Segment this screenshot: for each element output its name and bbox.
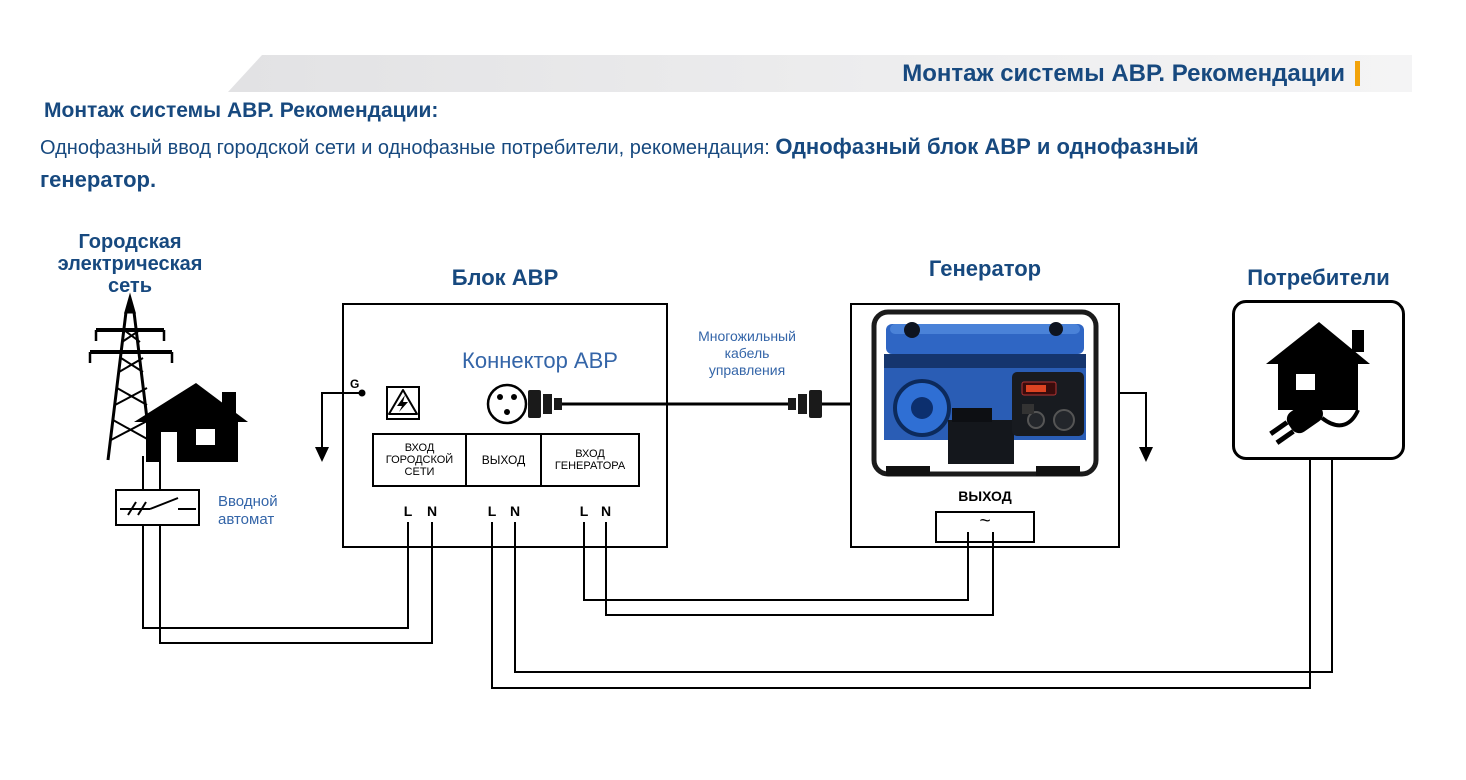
intro-body-regular: Однофазный ввод городской сети и однофаз… (40, 137, 776, 159)
generator-box (850, 303, 1120, 548)
city-network-label: Городская электрическая сеть (30, 231, 230, 297)
city-network-label-line1: Городская (78, 231, 182, 253)
header-banner: Монтаж системы АВР. Рекомендации (228, 55, 1412, 92)
intro-body: Однофазный ввод городской сети и однофаз… (40, 130, 1280, 196)
control-cable-label-line2: кабель (724, 345, 770, 361)
wire-gen-n (605, 522, 994, 616)
city-network-label-line3: сеть (107, 275, 153, 297)
breaker-symbol (120, 497, 196, 516)
terminal-city-n: N (426, 503, 438, 519)
control-cable-label-line1: Многожильный (698, 328, 796, 344)
ground-terminal-label: G (350, 377, 360, 391)
city-network-label-line2: электрическая (57, 253, 203, 275)
wire-out-n (514, 460, 1333, 673)
avr-cell-city-input: ВХОД ГОРОДСКОЙ СЕТИ (372, 433, 467, 487)
banner-accent-bar (1355, 61, 1360, 86)
avr-connector-label: Коннектор АВР (462, 348, 618, 373)
control-cable (528, 390, 850, 418)
control-cable-label-line3: управления (708, 362, 786, 378)
input-breaker-box (115, 489, 200, 526)
wires (142, 456, 1333, 689)
high-voltage-icon (388, 389, 418, 415)
input-breaker-label: Вводной автомат (218, 493, 318, 529)
power-tower-icon (88, 292, 174, 461)
generator-output-box: ~ (935, 511, 1035, 543)
ground-arrow-generator (1120, 392, 1153, 462)
input-breaker-label-line1: Вводной (218, 493, 278, 510)
avr-connector-icon (486, 383, 528, 425)
wire-gen-l (583, 522, 969, 601)
terminal-city-l: L (403, 503, 413, 519)
banner-title: Монтаж системы АВР. Рекомендации (902, 59, 1345, 87)
avr-cell-generator-input: ВХОД ГЕНЕРАТОРА (540, 433, 640, 487)
high-voltage-warning-box (386, 386, 420, 420)
intro-heading: Монтаж системы АВР. Рекомендации: (44, 99, 439, 122)
consumers-house-plug-icon (1266, 322, 1370, 445)
generator-image (871, 309, 1099, 477)
avr-block-title: Блок АВР (451, 265, 559, 290)
wire-city-n (159, 458, 433, 644)
input-breaker-label-line2: автомат (218, 511, 275, 528)
consumers-title: Потребители (1247, 265, 1390, 290)
wire-out-l (491, 460, 1311, 689)
intro-body-bold: Однофазный блок АВР и однофазный генерат… (40, 134, 1199, 192)
wire-city-l (142, 456, 409, 629)
consumers-box (1232, 300, 1405, 460)
ac-symbol: ~ (979, 511, 991, 532)
avr-block-box (342, 303, 668, 548)
generator-output-label: ВЫХОД (958, 488, 1012, 504)
generator-title: Генератор (928, 256, 1042, 281)
ground-arrow-avr (315, 389, 366, 462)
terminal-out-n: N (509, 503, 521, 519)
terminal-gen-l: L (579, 503, 589, 519)
city-house-icon (134, 383, 248, 462)
avr-cell-output: ВЫХОД (465, 433, 542, 487)
control-cable-label: Многожильный кабель управления (672, 328, 822, 379)
terminal-gen-n: N (600, 503, 612, 519)
terminal-out-l: L (487, 503, 497, 519)
